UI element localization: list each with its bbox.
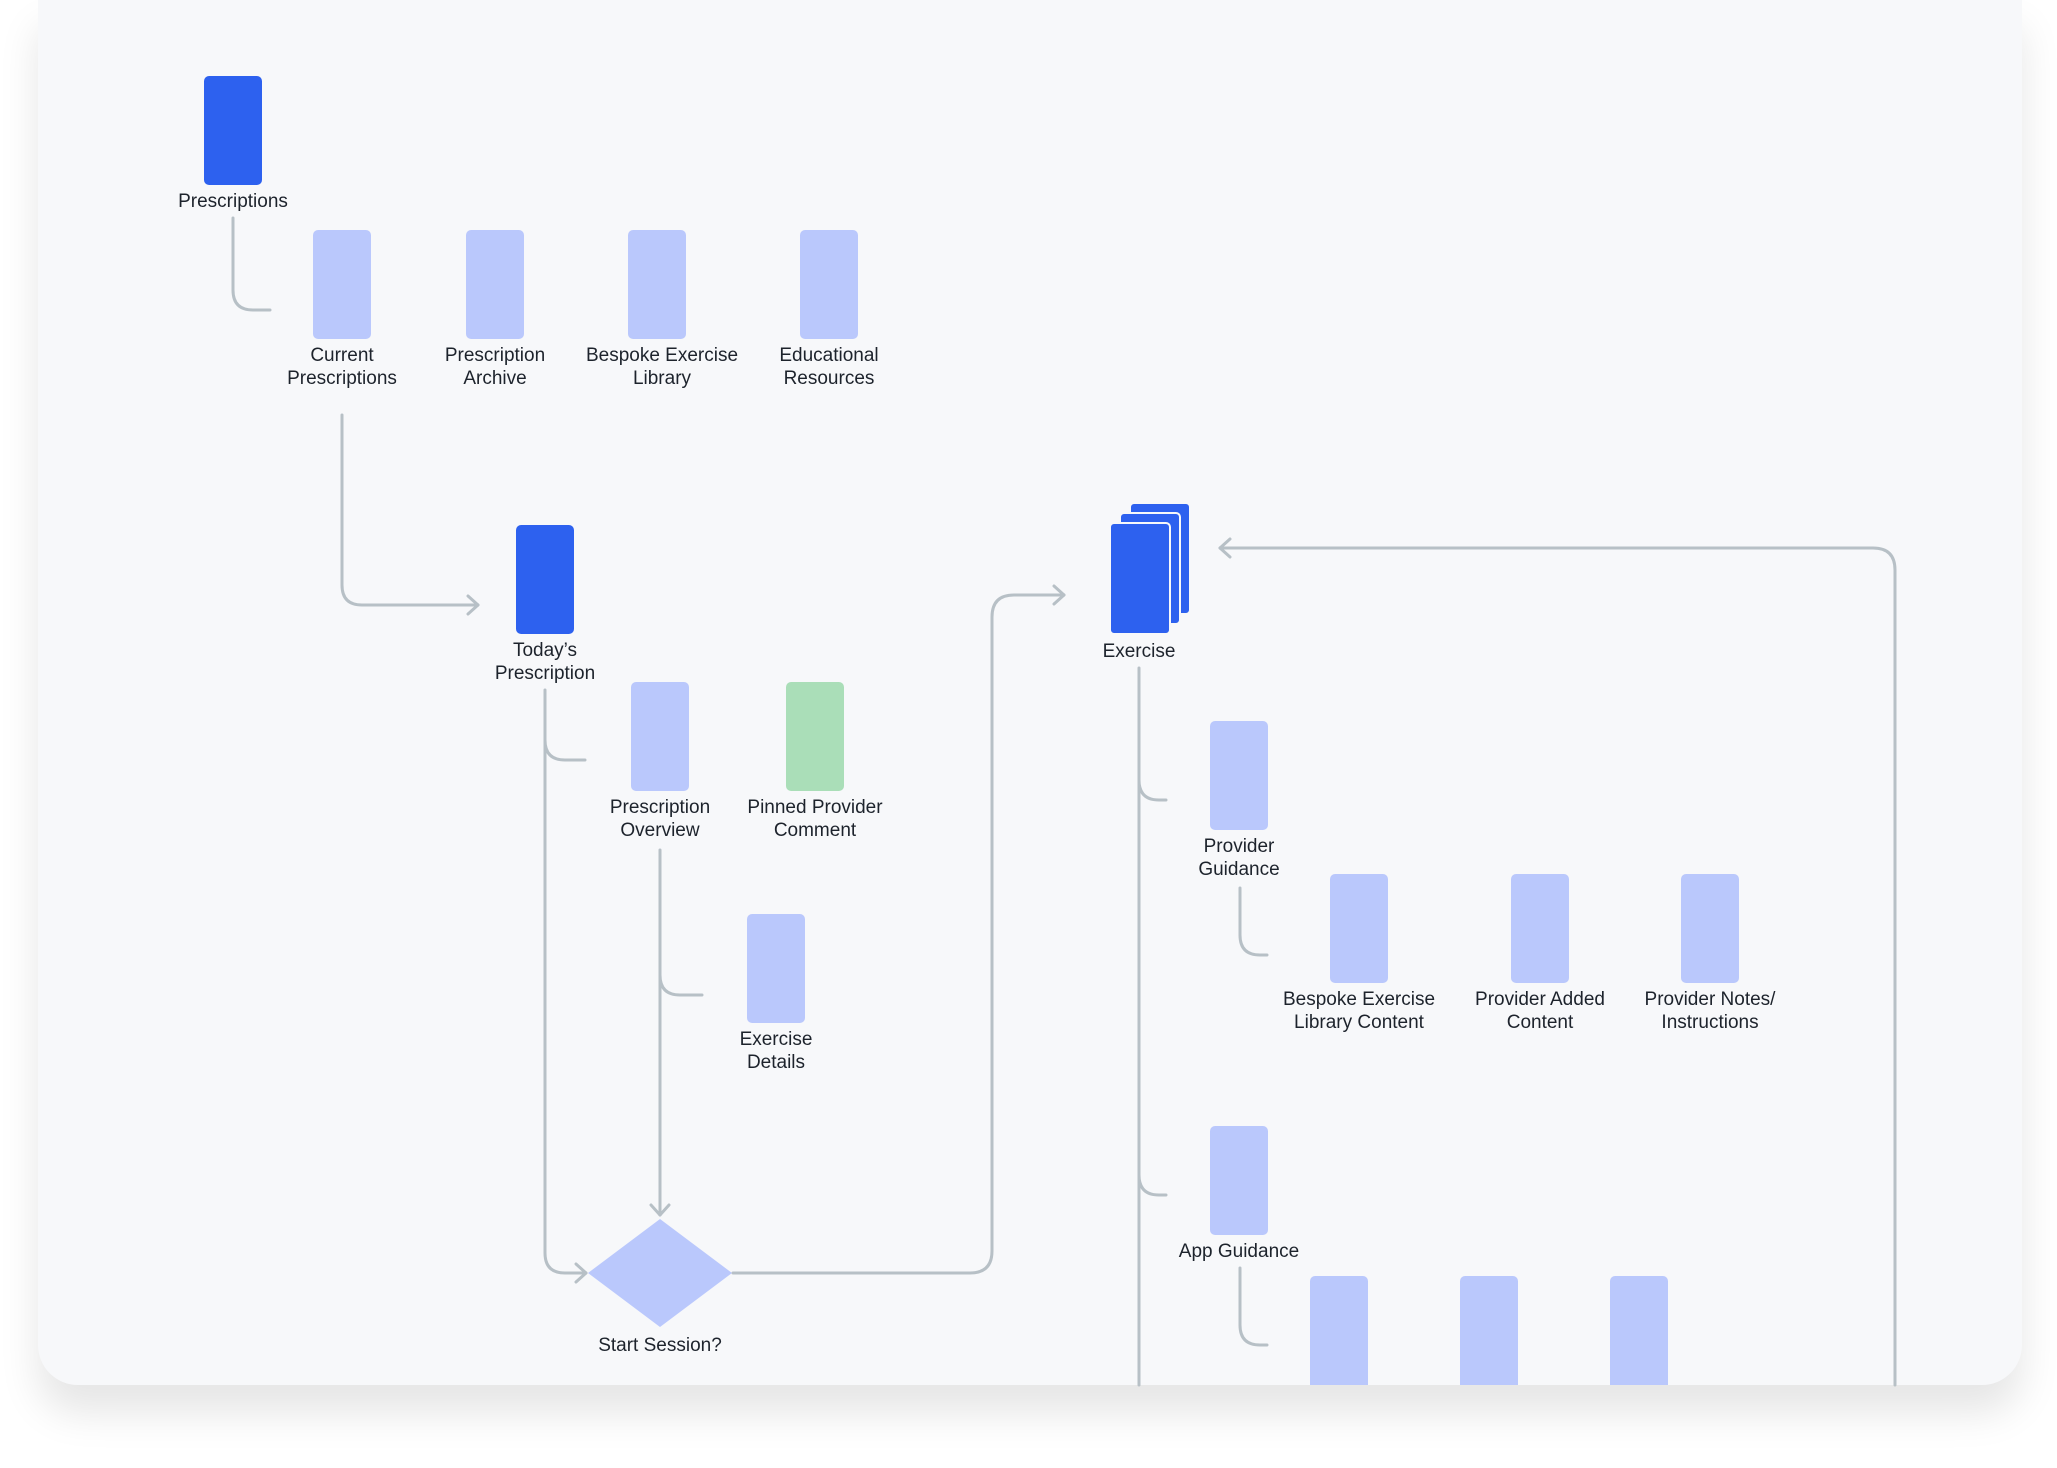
app-guidance-label: App Guidance: [1178, 1241, 1300, 1262]
exercise-label: Exercise: [1102, 641, 1176, 662]
todays-prescription-screen[interactable]: [516, 525, 574, 634]
bespoke-exercise-library-content-screen[interactable]: [1330, 874, 1388, 983]
start-session-decision[interactable]: [586, 1217, 734, 1329]
start-session-label: Start Session?: [598, 1335, 722, 1356]
app-guidance-child-3-screen[interactable]: [1610, 1276, 1668, 1385]
provider-guidance-screen[interactable]: [1210, 721, 1268, 830]
prescriptions-screen[interactable]: [204, 76, 262, 185]
provider-notes-instructions-label: Provider Notes/ Instructions: [1644, 989, 1776, 1033]
provider-guidance-label: Provider Guidance: [1198, 836, 1280, 880]
prescriptions-label: Prescriptions: [178, 191, 288, 212]
pinned-provider-comment-label: Pinned Provider Comment: [747, 797, 883, 841]
educational-resources-screen[interactable]: [800, 230, 858, 339]
todays-prescription-label: Today’s Prescription: [494, 640, 596, 684]
prescription-archive-screen[interactable]: [466, 230, 524, 339]
current-prescriptions-label: Current Prescriptions: [287, 345, 397, 389]
bespoke-exercise-library-content-label: Bespoke Exercise Library Content: [1282, 989, 1436, 1033]
prescription-overview-screen[interactable]: [631, 682, 689, 791]
educational-resources-label: Educational Resources: [779, 345, 879, 389]
prescription-overview-label: Prescription Overview: [609, 797, 711, 841]
bespoke-exercise-library-label: Bespoke Exercise Library: [585, 345, 739, 389]
app-guidance-child-1-screen[interactable]: [1310, 1276, 1368, 1385]
provider-added-content-screen[interactable]: [1511, 874, 1569, 983]
app-guidance-child-2-screen[interactable]: [1460, 1276, 1518, 1385]
exercise-screen-stack[interactable]: [1109, 502, 1193, 636]
prescription-archive-label: Prescription Archive: [444, 345, 546, 389]
bespoke-exercise-library-screen[interactable]: [628, 230, 686, 339]
exercise-details-screen[interactable]: [747, 914, 805, 1023]
exercise-card-front: [1109, 522, 1171, 635]
app-guidance-screen[interactable]: [1210, 1126, 1268, 1235]
pinned-provider-comment-screen[interactable]: [786, 682, 844, 791]
exercise-details-label: Exercise Details: [739, 1029, 813, 1073]
provider-added-content-label: Provider Added Content: [1475, 989, 1605, 1033]
current-prescriptions-screen[interactable]: [313, 230, 371, 339]
provider-notes-instructions-screen[interactable]: [1681, 874, 1739, 983]
